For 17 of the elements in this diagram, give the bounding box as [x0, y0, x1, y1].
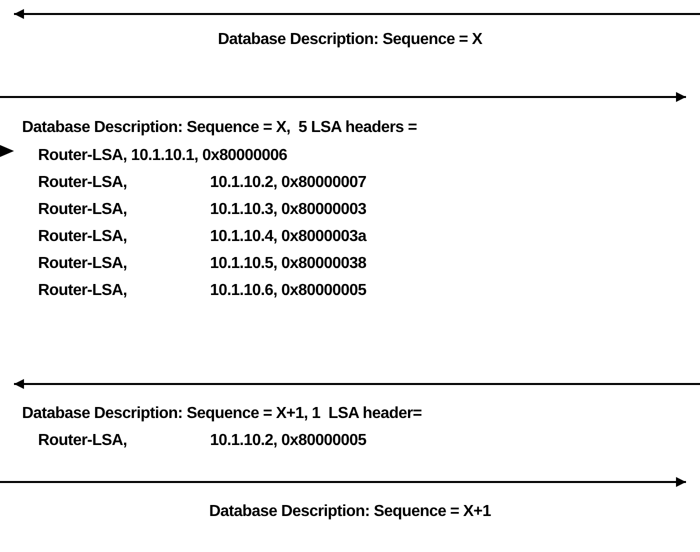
- lsa-entry-text: Router-LSA,: [38, 431, 127, 451]
- lsa-entry-text: 10.1.10.3, 0x80000003: [210, 200, 366, 220]
- lsa-entry-text: Router-LSA,: [38, 173, 127, 193]
- lsa-entry-text: 10.1.10.2, 0x80000007: [210, 173, 366, 193]
- lsa-entry-text: Router-LSA, 10.1.10.1, 0x80000006: [38, 146, 288, 166]
- lsa-entry-text: 10.1.10.2, 0x80000005: [210, 431, 366, 451]
- lsa-entry-text: Router-LSA,: [38, 281, 127, 301]
- message-label: Database Description: Sequence = X+1, 1 LSA header=: [22, 404, 422, 424]
- lsa-entry-text: Router-LSA,: [38, 200, 127, 220]
- lsa-entry-text: 10.1.10.5, 0x80000038: [210, 254, 366, 274]
- message-label: Database Description: Sequence = X, 5 LSA headers =: [22, 118, 417, 138]
- lsa-entry-text: Router-LSA,: [38, 227, 127, 247]
- message-label: Database Description: Sequence = X+1: [209, 502, 491, 522]
- lsa-entry-text: Router-LSA,: [38, 254, 127, 274]
- message-label: Database Description: Sequence = X: [218, 30, 482, 50]
- lsa-entry-text: 10.1.10.4, 0x8000003a: [210, 227, 366, 247]
- lsa-entry-text: 10.1.10.6, 0x80000005: [210, 281, 366, 301]
